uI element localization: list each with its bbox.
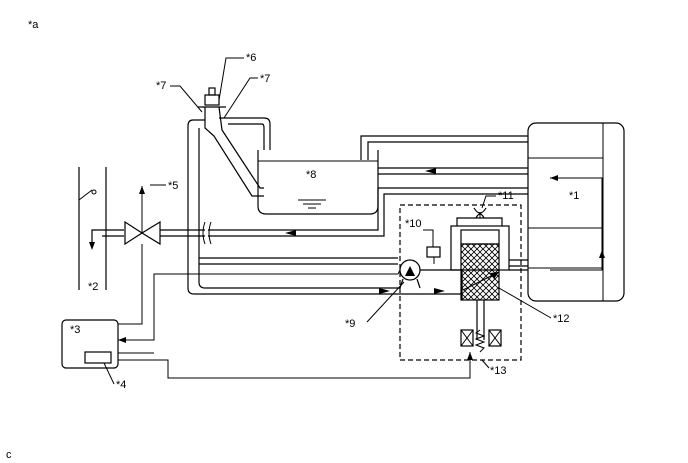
- callout-3: *3: [70, 324, 80, 336]
- callout-9: *9: [345, 318, 355, 330]
- callout-7-right: *7: [260, 73, 270, 85]
- callout-5: *5: [168, 180, 178, 192]
- callout-12: *12: [553, 313, 570, 325]
- reservoir: [257, 150, 379, 215]
- flow-arrow-left: [285, 230, 296, 236]
- solenoid-coils: [460, 329, 502, 353]
- filler-tube: [198, 87, 264, 197]
- assembly-13-box: [399, 204, 522, 361]
- sensor-10: [426, 246, 441, 258]
- valve-5: [124, 186, 161, 246]
- callout-2: *2: [88, 281, 98, 293]
- callout-1: *1: [569, 190, 579, 202]
- callout-11: *11: [498, 190, 514, 202]
- pump-9: [399, 259, 462, 289]
- flow-arrow-left: [425, 168, 436, 174]
- callout-10: *10: [405, 218, 422, 230]
- control-unit-3: [61, 319, 119, 369]
- callout-8: *8: [306, 169, 316, 181]
- signal-arrow: [118, 337, 126, 343]
- flow-arrow-left: [550, 175, 558, 181]
- spool-valve-12: [450, 213, 528, 340]
- callout-4: *4: [116, 379, 126, 391]
- component-2: [78, 167, 107, 290]
- callout-6: *6: [246, 52, 256, 64]
- footer-label: c: [6, 449, 12, 461]
- callout-13: *13: [490, 365, 507, 377]
- flow-arrow-right: [434, 288, 445, 294]
- corner-label: *a: [28, 19, 39, 31]
- callout-7-left: *7: [156, 80, 166, 92]
- signal-arrow: [467, 352, 473, 360]
- flow-arrow-up: [599, 250, 605, 258]
- check-valve-11-icon: [473, 207, 487, 218]
- flow-arrow-right: [379, 288, 390, 294]
- component-1-box: [527, 122, 625, 302]
